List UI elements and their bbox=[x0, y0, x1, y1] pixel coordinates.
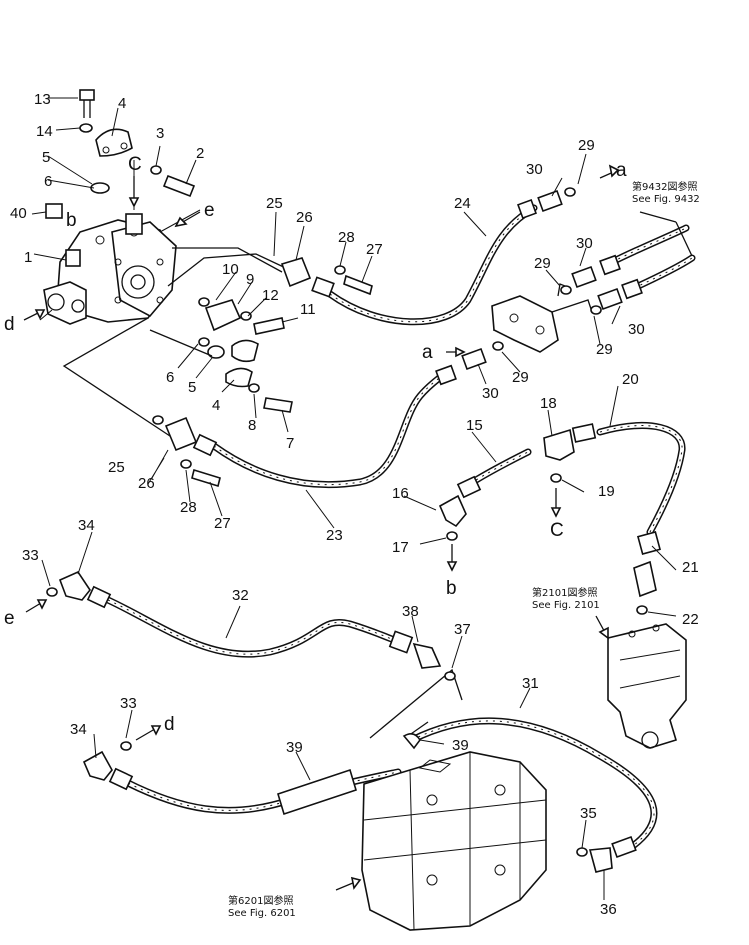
fig-ref-2101-jp: 第2101図参照 bbox=[532, 586, 597, 599]
label-26: 26 bbox=[296, 209, 313, 226]
label-20: 20 bbox=[622, 371, 639, 388]
label-21: 21 bbox=[682, 559, 699, 576]
flow-arrows bbox=[23, 164, 693, 891]
fig-ref-9432-en: See Fig. 9432 bbox=[632, 194, 700, 205]
label-d-lower: d bbox=[164, 714, 175, 735]
label-19: 19 bbox=[598, 483, 615, 500]
fig-ref-6201-en: See Fig. 6201 bbox=[228, 908, 296, 919]
label-7: 7 bbox=[286, 435, 294, 452]
label-14: 14 bbox=[36, 123, 53, 140]
label-29-top: 29 bbox=[578, 137, 595, 154]
label-6: 6 bbox=[44, 173, 52, 190]
label-e: e bbox=[204, 200, 215, 221]
label-15: 15 bbox=[466, 417, 483, 434]
fig-ref-9432-jp: 第9432図参照 bbox=[632, 180, 697, 193]
label-29-low: 29 bbox=[512, 369, 529, 386]
control-valve-fig-6201 bbox=[361, 751, 547, 931]
label-27: 27 bbox=[366, 241, 383, 258]
label-39-left: 39 bbox=[286, 739, 303, 756]
label-c-lower: C bbox=[550, 520, 564, 541]
label-b: b bbox=[66, 210, 77, 231]
label-30-mid: 30 bbox=[576, 235, 593, 252]
label-30-top: 30 bbox=[526, 161, 543, 178]
label-25: 25 bbox=[266, 195, 283, 212]
label-39-right: 39 bbox=[452, 737, 469, 754]
label-5: 5 bbox=[42, 149, 50, 166]
hoses bbox=[104, 204, 696, 852]
label-4: 4 bbox=[118, 95, 126, 112]
label-2: 2 bbox=[196, 145, 204, 162]
label-32: 32 bbox=[232, 587, 249, 604]
fig-ref-6201-jp: 第6201図参照 bbox=[228, 894, 293, 907]
label-4-lower: 4 bbox=[212, 397, 220, 414]
label-12: 12 bbox=[262, 287, 279, 304]
label-8: 8 bbox=[248, 417, 256, 434]
label-17: 17 bbox=[392, 539, 409, 556]
label-27-lower: 27 bbox=[214, 515, 231, 532]
label-1: 1 bbox=[24, 249, 32, 266]
part-labels: 13 14 4 3 2 5 C 6 40 b e 1 d 25 26 28 27… bbox=[4, 91, 699, 918]
component-fig-2101 bbox=[607, 623, 687, 749]
label-28-lower: 28 bbox=[180, 499, 197, 516]
label-18: 18 bbox=[540, 395, 557, 412]
label-24: 24 bbox=[454, 195, 471, 212]
label-28: 28 bbox=[338, 229, 355, 246]
label-22: 22 bbox=[682, 611, 699, 628]
label-37: 37 bbox=[454, 621, 471, 638]
label-6-lower: 6 bbox=[166, 369, 174, 386]
fittings bbox=[46, 187, 662, 873]
label-d: d bbox=[4, 314, 15, 335]
label-33-lower: 33 bbox=[120, 695, 137, 712]
figure-references: 第9432図参照 See Fig. 9432 第2101図参照 See Fig.… bbox=[228, 180, 700, 919]
label-34-lower: 34 bbox=[70, 721, 87, 738]
label-25-lower: 25 bbox=[108, 459, 125, 476]
label-11: 11 bbox=[300, 301, 316, 318]
label-c: C bbox=[128, 154, 142, 175]
label-29-right: 29 bbox=[596, 341, 613, 358]
label-40: 40 bbox=[10, 205, 27, 222]
label-31: 31 bbox=[522, 675, 539, 692]
label-30-low: 30 bbox=[482, 385, 499, 402]
label-38: 38 bbox=[402, 603, 419, 620]
label-3: 3 bbox=[156, 125, 164, 142]
label-10: 10 bbox=[222, 261, 239, 278]
label-30-right: 30 bbox=[628, 321, 645, 338]
label-35: 35 bbox=[580, 805, 597, 822]
label-e-lower: e bbox=[4, 608, 15, 629]
label-29-mid: 29 bbox=[534, 255, 551, 272]
fig-ref-2101-en: See Fig. 2101 bbox=[532, 600, 600, 611]
label-13: 13 bbox=[34, 91, 51, 108]
label-16: 16 bbox=[392, 485, 409, 502]
label-26-lower: 26 bbox=[138, 475, 155, 492]
leader-lines bbox=[41, 153, 677, 900]
pump-assembly bbox=[43, 213, 177, 325]
label-a-top: a bbox=[616, 160, 627, 181]
label-b-lower: b bbox=[446, 578, 457, 599]
label-5-lower: 5 bbox=[188, 379, 196, 396]
label-36: 36 bbox=[600, 901, 617, 918]
label-34-upper: 34 bbox=[78, 517, 95, 534]
label-9: 9 bbox=[246, 271, 254, 288]
label-33-upper: 33 bbox=[22, 547, 39, 564]
label-23: 23 bbox=[326, 527, 343, 544]
label-a-mid: a bbox=[422, 342, 433, 363]
pump-small-parts bbox=[31, 89, 293, 413]
